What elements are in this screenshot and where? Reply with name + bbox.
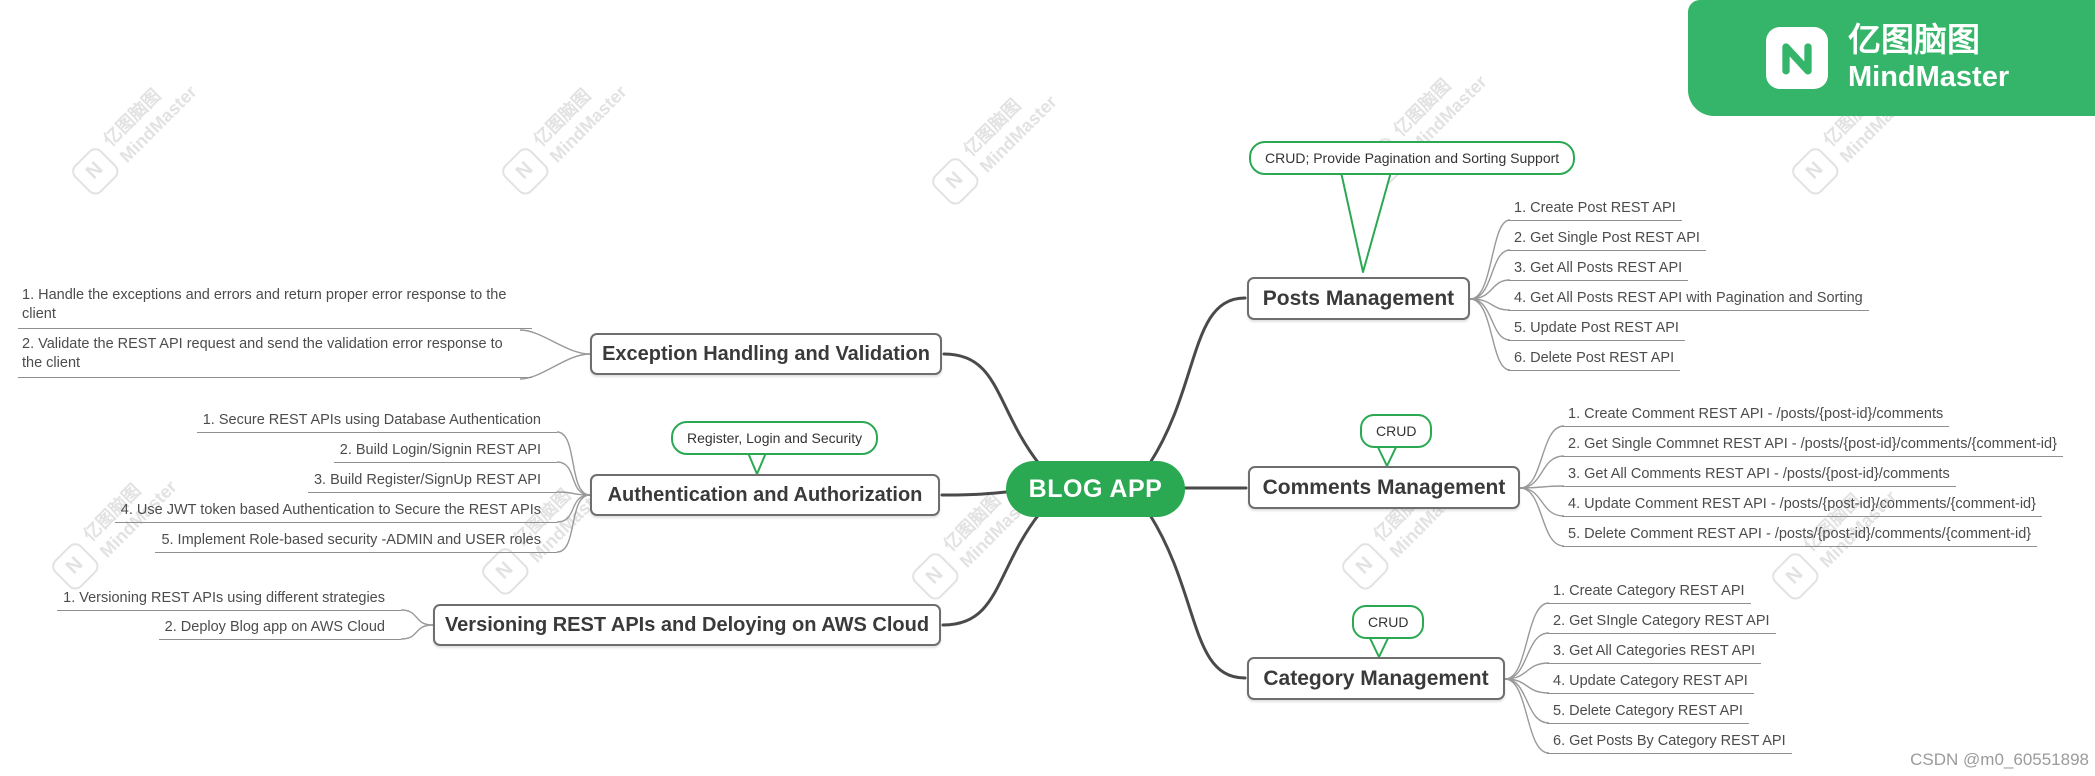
branch-versioning-deploy[interactable]: Versioning REST APIs and Deloying on AWS… bbox=[433, 604, 941, 646]
subtopic-auth-1[interactable]: 1. Secure REST APIs using Database Authe… bbox=[196, 411, 557, 433]
branch-exception-handling[interactable]: Exception Handling and Validation bbox=[590, 333, 942, 375]
subtopic-category-4[interactable]: 4. Update Category REST API bbox=[1547, 672, 1754, 694]
mindmaster-logo: 亿图脑图 MindMaster bbox=[1688, 0, 2095, 116]
subtopic-post-4[interactable]: 4. Get All Posts REST API with Paginatio… bbox=[1508, 289, 1869, 311]
subtopic-comment-1[interactable]: 1. Create Comment REST API - /posts/{pos… bbox=[1562, 405, 1950, 427]
subtopic-comment-5[interactable]: 5. Delete Comment REST API - /posts/{pos… bbox=[1562, 525, 2038, 547]
subtopic-category-2[interactable]: 2. Get SIngle Category REST API bbox=[1547, 612, 1776, 634]
subtopic-auth-3[interactable]: 3. Build Register/SignUp REST API bbox=[307, 471, 557, 493]
branch-category-management[interactable]: Category Management bbox=[1247, 657, 1505, 700]
subtopic-auth-2[interactable]: 2. Build Login/Signin REST API bbox=[333, 441, 557, 463]
subtopic-category-1[interactable]: 1. Create Category REST API bbox=[1547, 582, 1751, 604]
subtopic-category-6[interactable]: 6. Get Posts By Category REST API bbox=[1547, 732, 1792, 754]
subtopic-post-1[interactable]: 1. Create Post REST API bbox=[1508, 199, 1682, 221]
branch-comments-management[interactable]: Comments Management bbox=[1248, 466, 1520, 509]
brand-name-cn: 亿图脑图 bbox=[1848, 21, 1980, 59]
callout-comments-crud[interactable]: CRUD bbox=[1360, 414, 1433, 448]
subtopic-post-5[interactable]: 5. Update Post REST API bbox=[1508, 319, 1685, 341]
mindmaster-logo-icon bbox=[1766, 27, 1828, 89]
subtopic-post-3[interactable]: 3. Get All Posts REST API bbox=[1508, 259, 1689, 281]
callout-register-login[interactable]: Register, Login and Security bbox=[671, 421, 879, 455]
csdn-credit: CSDN @m0_60551898 bbox=[1910, 750, 2089, 769]
subtopic-category-5[interactable]: 5. Delete Category REST API bbox=[1547, 702, 1749, 724]
subtopic-auth-5[interactable]: 5. Implement Role-based security -ADMIN … bbox=[155, 531, 557, 553]
subtopic-comment-3[interactable]: 3. Get All Comments REST API - /posts/{p… bbox=[1562, 465, 1956, 487]
subtopic-comment-4[interactable]: 4. Update Comment REST API - /posts/{pos… bbox=[1562, 495, 2042, 517]
subtopic-exception-1[interactable]: 1. Handle the exceptions and errors and … bbox=[18, 286, 532, 329]
central-topic[interactable]: BLOG APP bbox=[1006, 461, 1185, 517]
brand-name-en: MindMaster bbox=[1848, 61, 2010, 94]
branch-posts-management[interactable]: Posts Management bbox=[1247, 277, 1470, 320]
subtopic-versioning-2[interactable]: 2. Deploy Blog app on AWS Cloud bbox=[158, 618, 401, 640]
callout-category-crud[interactable]: CRUD bbox=[1352, 605, 1425, 639]
subtopic-exception-2[interactable]: 2. Validate the REST API request and sen… bbox=[18, 335, 532, 378]
subtopic-post-6[interactable]: 6. Delete Post REST API bbox=[1508, 349, 1681, 371]
branch-authentication[interactable]: Authentication and Authorization bbox=[590, 474, 940, 516]
subtopic-post-2[interactable]: 2. Get Single Post REST API bbox=[1508, 229, 1706, 251]
callout-posts-crud[interactable]: CRUD; Provide Pagination and Sorting Sup… bbox=[1249, 141, 1576, 175]
subtopic-comment-2[interactable]: 2. Get Single Commnet REST API - /posts/… bbox=[1562, 435, 2063, 457]
subtopic-category-3[interactable]: 3. Get All Categories REST API bbox=[1547, 642, 1762, 664]
subtopic-auth-4[interactable]: 4. Use JWT token based Authentication to… bbox=[114, 501, 557, 523]
subtopic-versioning-1[interactable]: 1. Versioning REST APIs using different … bbox=[57, 589, 401, 611]
